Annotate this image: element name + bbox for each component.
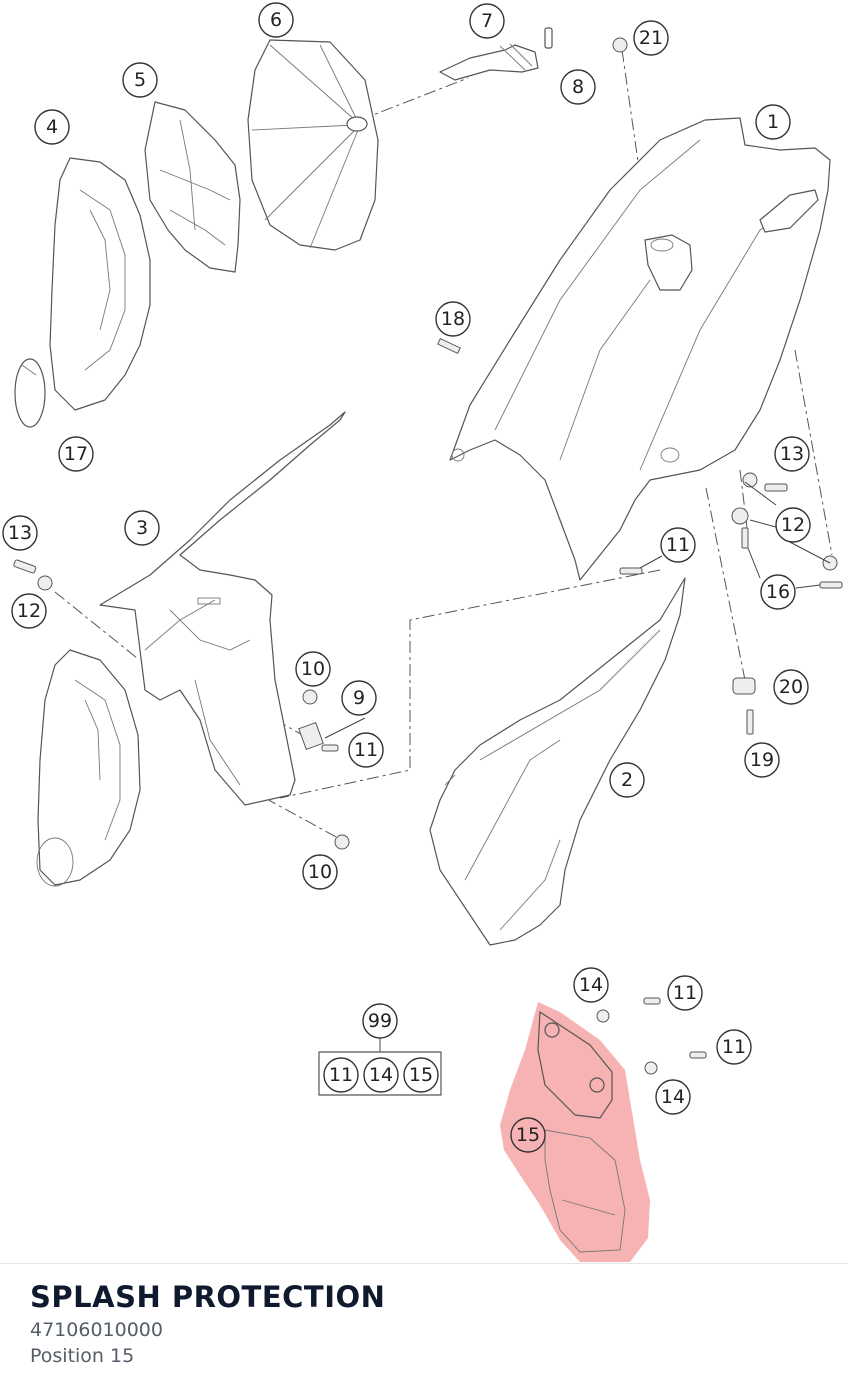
callout-7[interactable]: 7 xyxy=(469,3,505,39)
filter-cage-drawing xyxy=(144,101,241,273)
svg-text:15: 15 xyxy=(516,1124,540,1146)
callout-15[interactable]: 15 xyxy=(510,1117,546,1153)
part-info-footer: SPLASH PROTECTION 47106010000 Position 1… xyxy=(0,1263,848,1391)
svg-text:11: 11 xyxy=(673,982,697,1004)
callout-10-upper[interactable]: 10 xyxy=(295,651,331,687)
svg-text:11: 11 xyxy=(722,1036,746,1058)
svg-text:19: 19 xyxy=(750,749,774,771)
callout-5[interactable]: 5 xyxy=(122,62,158,98)
svg-text:18: 18 xyxy=(441,308,465,330)
callout-2[interactable]: 2 xyxy=(609,762,645,798)
svg-text:10: 10 xyxy=(308,861,332,883)
highlighted-part-region xyxy=(500,1002,650,1262)
svg-text:10: 10 xyxy=(301,658,325,680)
svg-text:5: 5 xyxy=(134,69,146,91)
svg-text:13: 13 xyxy=(780,443,804,465)
svg-text:14: 14 xyxy=(661,1086,685,1108)
svg-text:12: 12 xyxy=(781,514,805,536)
svg-text:16: 16 xyxy=(766,581,790,603)
svg-text:9: 9 xyxy=(353,687,365,709)
callout-11-splash-right[interactable]: 11 xyxy=(716,1029,752,1065)
part-name: SPLASH PROTECTION xyxy=(30,1280,386,1314)
callout-11-airbox[interactable]: 11 xyxy=(348,732,384,768)
hardware-drawing xyxy=(13,37,843,1075)
fuel-tank-drawing xyxy=(449,117,831,581)
kit-item-14[interactable]: 14 xyxy=(363,1057,399,1093)
part-position: Position 15 xyxy=(30,1345,135,1367)
callout-19[interactable]: 19 xyxy=(744,742,780,778)
svg-text:3: 3 xyxy=(136,517,148,539)
callout-13-tank[interactable]: 13 xyxy=(774,436,810,472)
svg-text:13: 13 xyxy=(8,522,32,544)
svg-text:2: 2 xyxy=(621,769,633,791)
air-filter-drawing xyxy=(247,39,379,251)
kit-item-11[interactable]: 11 xyxy=(323,1057,359,1093)
svg-text:15: 15 xyxy=(409,1064,433,1086)
svg-text:20: 20 xyxy=(779,676,803,698)
callout-12-left[interactable]: 12 xyxy=(11,593,47,629)
air-duct-upper-drawing xyxy=(14,157,151,428)
svg-text:11: 11 xyxy=(329,1064,353,1086)
svg-text:12: 12 xyxy=(17,600,41,622)
side-panel-drawing xyxy=(429,577,686,946)
svg-text:11: 11 xyxy=(666,534,690,556)
kit-99-group: 99 11 14 15 xyxy=(318,1003,442,1096)
svg-text:14: 14 xyxy=(579,974,603,996)
callout-3[interactable]: 3 xyxy=(124,510,160,546)
callout-8[interactable]: 8 xyxy=(560,69,596,105)
svg-text:4: 4 xyxy=(46,116,58,138)
filter-holder-drawing xyxy=(439,27,553,81)
callout-4[interactable]: 4 xyxy=(34,109,70,145)
callout-16[interactable]: 16 xyxy=(760,574,796,610)
callout-11-tank[interactable]: 11 xyxy=(660,527,696,563)
callout-1[interactable]: 1 xyxy=(755,104,791,140)
callout-11-splash-top[interactable]: 11 xyxy=(667,975,703,1011)
kit-item-15[interactable]: 15 xyxy=(403,1057,439,1093)
callout-21[interactable]: 21 xyxy=(633,20,669,56)
svg-text:6: 6 xyxy=(270,9,282,31)
callout-10-lower[interactable]: 10 xyxy=(302,854,338,890)
callout-99[interactable]: 99 xyxy=(362,1003,398,1039)
exploded-parts-diagram: 1 2 3 4 5 6 7 8 9 10 10 11 11 11 11 11 1… xyxy=(2,2,843,1262)
svg-text:99: 99 xyxy=(368,1010,392,1032)
splash-protection-drawing xyxy=(500,1002,650,1262)
assembly-lines xyxy=(54,49,833,839)
callout-20[interactable]: 20 xyxy=(773,669,809,705)
svg-text:17: 17 xyxy=(64,443,88,465)
callout-12-tank[interactable]: 12 xyxy=(775,507,811,543)
callout-14-top[interactable]: 14 xyxy=(573,967,609,1003)
air-duct-lower-drawing xyxy=(36,649,141,887)
svg-text:8: 8 xyxy=(572,76,584,98)
callout-18[interactable]: 18 xyxy=(435,301,471,337)
callout-13-left[interactable]: 13 xyxy=(2,515,38,551)
airbox-drawing xyxy=(99,411,346,806)
svg-text:21: 21 xyxy=(639,27,663,49)
svg-text:1: 1 xyxy=(767,111,779,133)
svg-text:7: 7 xyxy=(481,10,493,32)
part-number: 47106010000 xyxy=(30,1319,163,1341)
svg-text:11: 11 xyxy=(354,739,378,761)
svg-text:14: 14 xyxy=(369,1064,393,1086)
leader-lines xyxy=(324,481,831,739)
callout-17[interactable]: 17 xyxy=(58,436,94,472)
callout-6[interactable]: 6 xyxy=(258,2,294,38)
callout-9[interactable]: 9 xyxy=(341,680,377,716)
callout-14-right[interactable]: 14 xyxy=(655,1079,691,1115)
